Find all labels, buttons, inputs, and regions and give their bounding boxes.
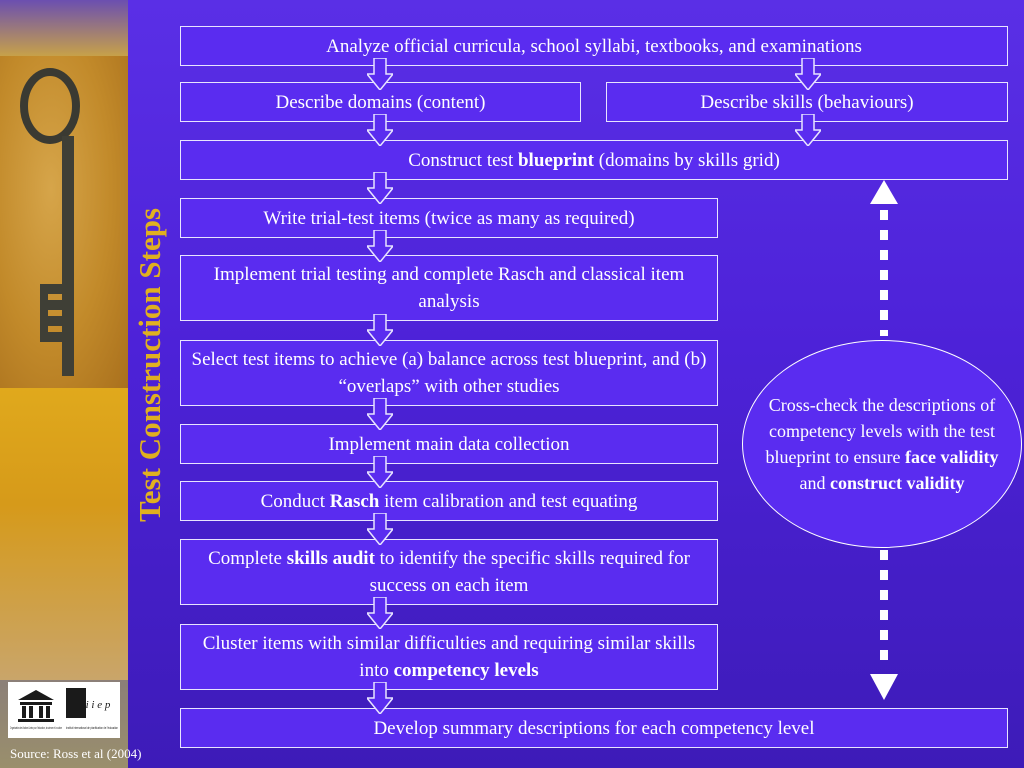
iiep-mark-icon: i i e p Institut international de planif… — [66, 688, 118, 730]
audit-pre: Complete — [208, 548, 287, 569]
step-rasch-text: Conduct Rasch item calibration and test … — [261, 488, 638, 515]
logos: Organisation des Nations Unies pour l'éd… — [8, 682, 120, 738]
step-domains-text: Describe domains (content) — [275, 91, 486, 113]
unesco-logo: Organisation des Nations Unies pour l'éd… — [8, 682, 64, 738]
step-trial-items-text: Write trial-test items (twice as many as… — [263, 207, 635, 229]
cluster-bold: competency levels — [393, 660, 539, 681]
arrow-down-icon — [367, 114, 393, 146]
step-summary-text: Develop summary descriptions for each co… — [373, 717, 815, 739]
iiep-logo-text: Institut international de planification … — [66, 726, 118, 730]
arrow-down-icon — [367, 513, 393, 545]
arrow-down-icon — [367, 58, 393, 90]
sidebar-lower-band — [0, 388, 128, 680]
side-title-text: Test Construction Steps — [132, 207, 167, 523]
blueprint-pre: Construct test — [408, 149, 518, 171]
step-blueprint: Construct test blueprint (domains by ski… — [180, 140, 1008, 180]
step-cluster-text: Cluster items with similar difficulties … — [189, 630, 709, 684]
step-blueprint-text: Construct test blueprint (domains by ski… — [408, 147, 780, 174]
crosscheck-pre: Cross-check the descriptions of competen… — [765, 395, 996, 467]
step-rasch: Conduct Rasch item calibration and test … — [180, 481, 718, 521]
crosscheck-bold2: construct validity — [830, 473, 965, 493]
iiep-logo: i i e p Institut international de planif… — [64, 682, 120, 738]
arrow-down-icon — [367, 230, 393, 262]
step-analyze: Analyze official curricula, school sylla… — [180, 26, 1008, 66]
step-trial-items: Write trial-test items (twice as many as… — [180, 198, 718, 238]
unesco-temple-icon: Organisation des Nations Unies pour l'éd… — [10, 690, 62, 730]
crosscheck-ellipse: Cross-check the descriptions of competen… — [742, 340, 1022, 548]
key-icon — [20, 68, 80, 376]
step-skills-audit-text: Complete skills audit to identify the sp… — [189, 545, 709, 599]
arrow-down-icon — [367, 682, 393, 714]
crosscheck-bold1: face validity — [904, 447, 999, 467]
rasch-bold: Rasch — [329, 490, 380, 512]
step-summary: Develop summary descriptions for each co… — [180, 708, 1008, 748]
arrow-down-icon — [367, 314, 393, 346]
audit-bold: skills audit — [286, 548, 375, 569]
step-skills-audit: Complete skills audit to identify the sp… — [180, 539, 718, 605]
step-select-items-text: Select test items to achieve (a) balance… — [191, 349, 707, 397]
step-cluster: Cluster items with similar difficulties … — [180, 624, 718, 690]
rasch-pre: Conduct — [260, 490, 330, 512]
blueprint-post: (domains by skills grid) — [594, 149, 780, 171]
step-main-collection-text: Implement main data collection — [328, 433, 570, 455]
step-trial-testing-text: Implement trial testing and complete Ras… — [213, 264, 685, 312]
crosscheck-mid: and — [799, 473, 830, 493]
iiep-logo-mark: i i e p — [86, 699, 111, 711]
arrow-down-icon — [795, 114, 821, 146]
arrow-down-icon — [870, 550, 898, 700]
unesco-logo-text: Organisation des Nations Unies pour l'éd… — [10, 726, 62, 730]
step-main-collection: Implement main data collection — [180, 424, 718, 464]
arrow-down-icon — [367, 456, 393, 488]
source-note: Source: Ross et al (2004) — [10, 746, 142, 761]
arrow-down-icon — [367, 398, 393, 430]
arrow-down-icon — [795, 58, 821, 90]
audit-post: to identify the specific skills required… — [369, 548, 690, 596]
blueprint-bold: blueprint — [517, 149, 595, 171]
step-skills-text: Describe skills (behaviours) — [700, 91, 914, 113]
cluster-pre: Cluster items with similar difficulties … — [202, 633, 696, 681]
sidebar-top-band — [0, 0, 128, 56]
arrow-down-icon — [367, 597, 393, 629]
step-trial-testing: Implement trial testing and complete Ras… — [180, 255, 718, 321]
arrow-up-icon — [870, 180, 898, 336]
side-title: Test Construction Steps — [128, 190, 172, 540]
key-image — [0, 56, 128, 388]
crosscheck-text: Cross-check the descriptions of competen… — [751, 392, 1013, 496]
step-analyze-text: Analyze official curricula, school sylla… — [326, 35, 862, 57]
arrow-down-icon — [367, 172, 393, 204]
rasch-post: item calibration and test equating — [379, 490, 638, 512]
step-select-items: Select test items to achieve (a) balance… — [180, 340, 718, 406]
